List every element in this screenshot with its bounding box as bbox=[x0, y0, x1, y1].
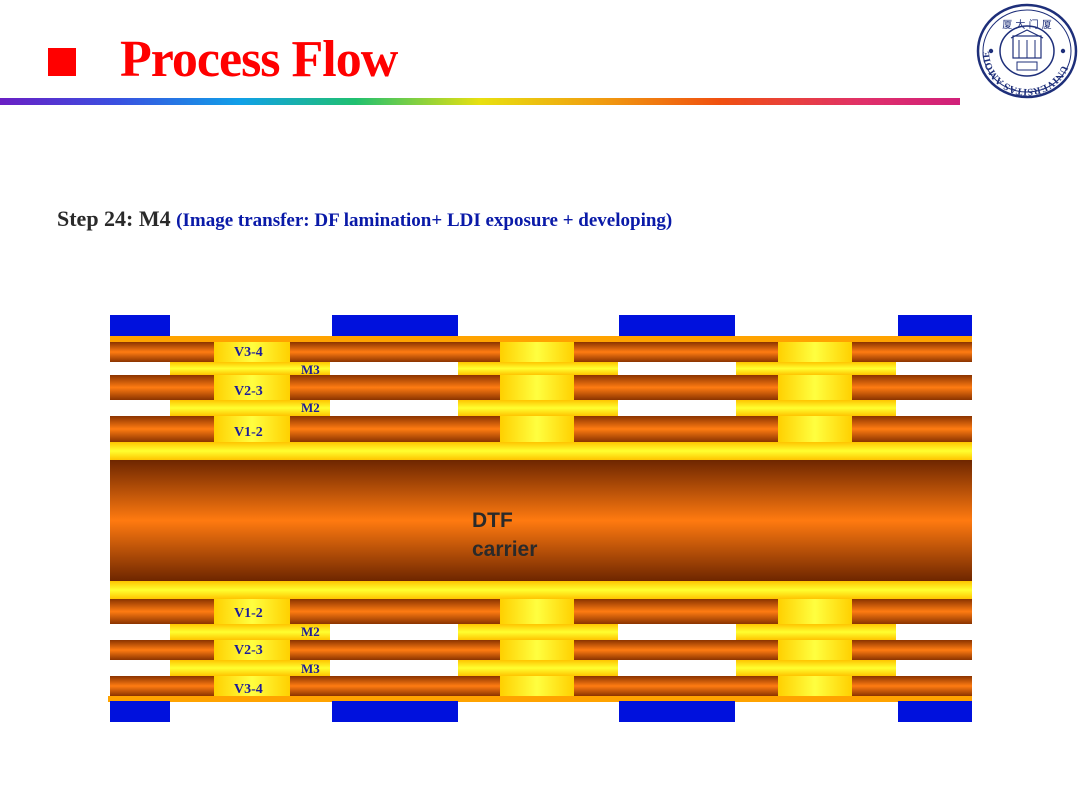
label-m3-bottom: M3 bbox=[301, 661, 320, 676]
rainbow-divider bbox=[0, 98, 960, 105]
resist-block bbox=[619, 701, 735, 722]
top-copper-foil bbox=[110, 336, 972, 342]
core-label-line1: DTF bbox=[472, 509, 513, 532]
label-v1-2-top: V1-2 bbox=[234, 425, 263, 440]
m3-pad bbox=[170, 362, 330, 375]
via bbox=[500, 342, 574, 362]
label-v3-4-bottom: V3-4 bbox=[234, 682, 263, 697]
label-m3-top: M3 bbox=[301, 362, 320, 377]
m3-pad bbox=[170, 660, 330, 676]
via bbox=[778, 416, 852, 442]
resist-block bbox=[110, 701, 170, 722]
top-resist-layer bbox=[110, 315, 972, 337]
label-v2-3-bottom: V2-3 bbox=[234, 643, 263, 658]
via bbox=[778, 676, 852, 696]
label-v3-4-top: V3-4 bbox=[234, 345, 263, 360]
university-seal-logo: UNIVERSITAS AMOIENSIS 厦 大 门 厦 bbox=[975, 2, 1078, 99]
via bbox=[778, 342, 852, 362]
via bbox=[214, 599, 290, 624]
m3-pad bbox=[458, 362, 618, 375]
via bbox=[214, 640, 290, 660]
m2-pad bbox=[458, 400, 618, 416]
step-main-label: Step 24: M4 bbox=[57, 206, 171, 231]
top-copper-structures bbox=[170, 342, 896, 442]
m3-pad bbox=[458, 660, 618, 676]
resist-block bbox=[619, 315, 735, 337]
label-m2-bottom: M2 bbox=[301, 624, 320, 639]
via bbox=[214, 375, 290, 400]
bottom-copper-structures bbox=[170, 599, 896, 696]
m2-pad bbox=[736, 624, 896, 640]
m2-pad bbox=[736, 400, 896, 416]
bottom-resist-layer bbox=[110, 701, 972, 722]
bottom-copper-foil bbox=[108, 696, 972, 702]
via bbox=[214, 676, 290, 696]
via bbox=[500, 676, 574, 696]
core-copper-bottom bbox=[110, 581, 972, 599]
via bbox=[778, 599, 852, 624]
label-v2-3-top: V2-3 bbox=[234, 384, 263, 399]
via bbox=[214, 416, 290, 442]
resist-block bbox=[110, 315, 170, 337]
resist-block bbox=[898, 315, 972, 337]
via bbox=[500, 640, 574, 660]
m2-pad bbox=[170, 624, 330, 640]
core-copper-top bbox=[110, 442, 972, 460]
step-note: (Image transfer: DF lamination+ LDI expo… bbox=[176, 210, 673, 231]
via bbox=[500, 416, 574, 442]
m2-pad bbox=[458, 624, 618, 640]
logo-top-text: 厦 大 门 厦 bbox=[1002, 18, 1052, 31]
via bbox=[500, 599, 574, 624]
m3-pad bbox=[736, 660, 896, 676]
resist-block bbox=[332, 315, 458, 337]
label-m2-top: M2 bbox=[301, 400, 320, 415]
label-v1-2-bottom: V1-2 bbox=[234, 606, 263, 621]
resist-block bbox=[332, 701, 458, 722]
m3-pad bbox=[736, 362, 896, 375]
m2-pad bbox=[170, 400, 330, 416]
dtf-carrier-core bbox=[110, 460, 972, 581]
via bbox=[778, 375, 852, 400]
via bbox=[500, 375, 574, 400]
via bbox=[778, 640, 852, 660]
page-title: Process Flow bbox=[120, 31, 398, 88]
via bbox=[214, 342, 290, 362]
title-bullet bbox=[48, 48, 76, 76]
resist-block bbox=[898, 701, 972, 722]
step-heading: Step 24: M4 (Image transfer: DF laminati… bbox=[57, 206, 672, 232]
core-label-line2: carrier bbox=[472, 538, 537, 561]
